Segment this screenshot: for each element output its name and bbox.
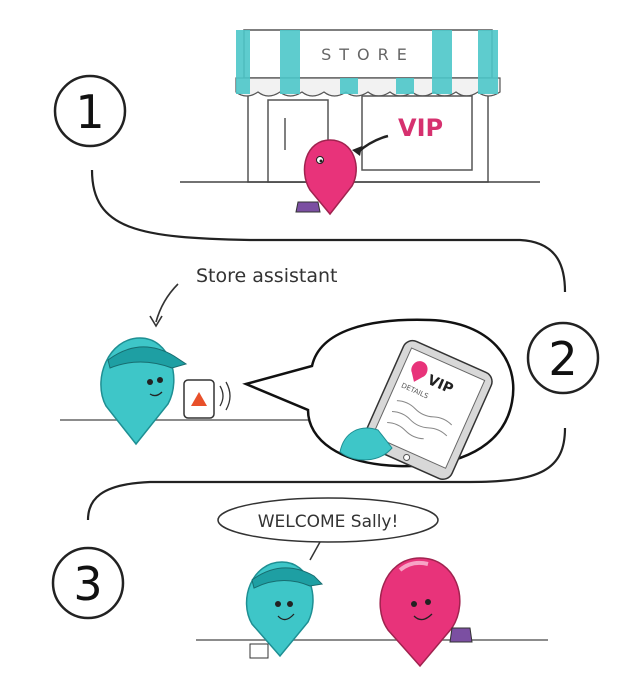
tablet: VIP DETAILS — [362, 339, 493, 481]
welcome-text: WELCOME Sally! — [258, 512, 399, 532]
step-1-number: 1 — [75, 85, 104, 139]
step-1-badge: 1 — [53, 74, 127, 148]
store-sign: STORE — [321, 45, 415, 64]
teal-hand — [339, 427, 393, 461]
step-3-badge: 3 — [51, 546, 125, 620]
assistant-pin-scene3 — [245, 561, 324, 659]
welcome-speech-bubble: WELCOME Sally! — [217, 497, 439, 561]
assistant-pin-scene2 — [100, 337, 188, 446]
location-pin-icon — [411, 361, 428, 382]
shopping-bag-icon — [295, 201, 321, 213]
vip-window-label: VIP — [398, 114, 443, 142]
assistant-caption: Store assistant — [196, 265, 337, 287]
store-building: STORE VIP — [180, 29, 540, 183]
handheld-device-scene3 — [249, 643, 269, 659]
step-3-number: 3 — [73, 557, 102, 611]
customer-pin-scene3 — [379, 557, 473, 668]
warning-triangle-icon — [191, 392, 207, 406]
customer-pin-scene1 — [295, 139, 357, 216]
step-2-badge: 2 — [526, 321, 600, 395]
journey-path-2 — [86, 427, 567, 521]
cap-icon — [107, 346, 188, 369]
cap-icon-scene3 — [251, 567, 324, 589]
store-window — [361, 95, 473, 171]
journey-path — [90, 169, 567, 293]
step-2-number: 2 — [548, 332, 577, 386]
signal-waves-icon — [219, 381, 231, 411]
handheld-device — [183, 379, 231, 419]
shopping-bag-icon-scene3 — [449, 627, 473, 643]
tablet-bubble: VIP DETAILS — [242, 318, 515, 481]
caption-arrow-icon — [155, 283, 179, 323]
striped-awning — [235, 30, 501, 97]
